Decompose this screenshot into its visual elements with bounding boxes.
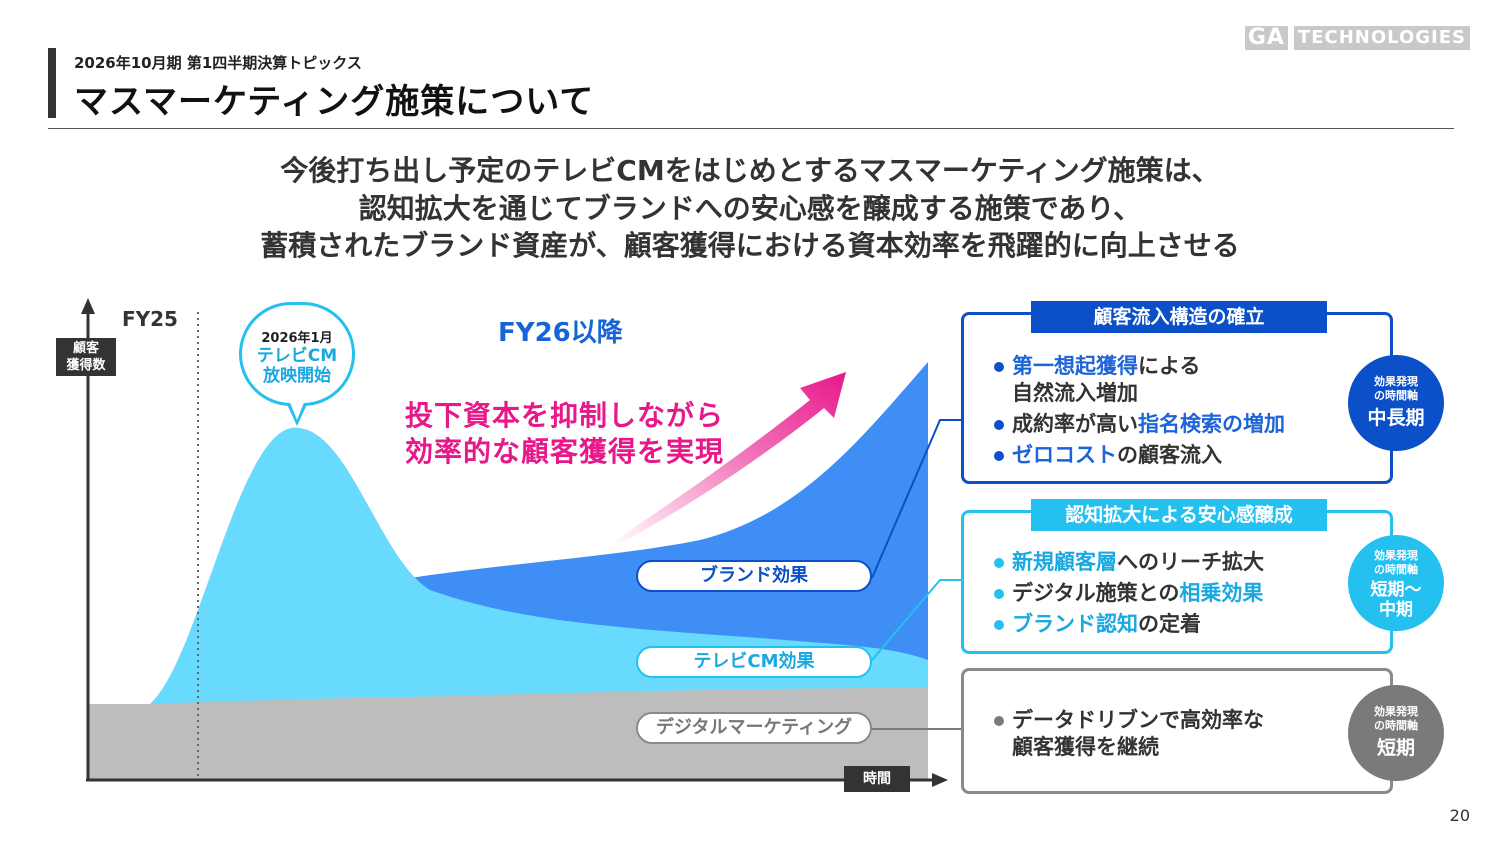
fy25-label: FY25 [122,307,178,331]
panel2-item-2: デジタル施策との相乗効果 [994,578,1264,608]
bubble-line2: 放映開始 [263,366,331,386]
x-axis-arrowhead [932,773,948,787]
header-divider [48,128,1454,129]
panel1-item-1: 第一想起獲得による [994,351,1201,381]
timeframe-circle-mid: 効果発現の時間軸 短期〜中期 [1348,535,1444,631]
panel-data-driven: データドリブンで高効率な 顧客獲得を継続 効果発現の時間軸 短期 [961,668,1444,794]
company-logo: GA TECHNOLOGIES [1244,26,1470,50]
bullet-dot [994,420,1004,430]
tvcm-start-bubble: 2026年1月 テレビCM 放映開始 [239,302,355,406]
y-axis-label-line1: 顧客 [72,341,99,356]
timeframe-circle-long: 効果発現の時間軸 中長期 [1348,355,1444,451]
panel-customer-inflow-title: 顧客流入構造の確立 [1031,301,1327,333]
panel-customer-inflow: 顧客流入構造の確立 第一想起獲得による 自然流入増加 成約率が高い指名検索の増加… [961,301,1444,484]
circle-term: 短期 [1376,737,1415,759]
bubble-date: 2026年1月 [261,331,333,346]
panel3-item-1-cont: 顧客獲得を継続 [1012,735,1159,759]
page-title: マスマーケティング施策について [74,82,595,122]
panel1-item-1-cont: 自然流入増加 [1012,381,1138,405]
lead-line-2: 認知拡大を通じてブランドへの安心感を醸成する施策であり、 [358,192,1142,225]
circle-caption: 効果発現の時間軸 [1374,549,1418,576]
panel2-item2-highlight: 相乗効果 [1179,581,1264,605]
x-axis-label: 時間 [844,766,910,792]
connector-tvcm [871,579,961,661]
y-axis-label: 顧客 獲得数 [56,338,116,376]
circle-term: 中長期 [1367,407,1425,429]
digital-marketing-area [88,688,928,780]
header-subtitle: 2026年10月期 第1四半期決算トピックス [74,54,362,72]
bullet-dot [994,558,1004,568]
panel2-item2-text: デジタル施策との [1012,581,1180,605]
bullet-dot [994,716,1004,726]
digital-marketing-pill: デジタルマーケティング [636,712,872,744]
tvcm-effect-pill: テレビCM効果 [636,646,872,678]
connector-brand [871,419,961,579]
panel2-item-3: ブランド認知の定着 [994,609,1201,639]
panel2-item1-highlight: 新規顧客層 [1012,550,1117,574]
bubble-line1: テレビCM [256,346,338,366]
circle-caption: 効果発現の時間軸 [1374,375,1418,402]
panel1-item2-highlight: 指名検索の増加 [1138,412,1285,436]
panel2-item-1: 新規顧客層へのリーチ拡大 [994,547,1264,577]
panel-brand-trust: 認知拡大による安心感醸成 新規顧客層へのリーチ拡大 デジタル施策との相乗効果 ブ… [961,499,1444,654]
panel1-item3-highlight: ゼロコスト [1012,443,1117,467]
fy26-label: FY26以降 [498,318,623,348]
panel1-item1-highlight: 第一想起獲得 [1012,354,1138,378]
panel3-item1-text: データドリブンで高効率な [1012,708,1264,732]
panel3-item-1: データドリブンで高効率な [994,705,1264,735]
panel1-item-2: 成約率が高い指名検索の増加 [994,409,1285,439]
bullet-dot [994,362,1004,372]
bubble-tail-inner [289,400,305,420]
circle-caption: 効果発現の時間軸 [1374,705,1418,732]
panel1-item2-text: 成約率が高い [1012,412,1138,436]
lead-line-3: 蓄積されたブランド資産が、顧客獲得における資本効率を飛躍的に向上させる [260,229,1240,262]
panel2-item3-text: の定着 [1138,612,1201,636]
brand-effect-pill: ブランド効果 [636,560,872,592]
panel1-item1-text: による [1138,354,1201,378]
efficiency-message-line2: 効率的な顧客獲得を実現 [405,435,725,468]
panel-brand-trust-title: 認知拡大による安心感醸成 [1031,499,1327,531]
header-accent-bar [48,48,56,118]
timeframe-circle-short: 効果発現の時間軸 短期 [1348,685,1444,781]
growth-arrow [612,372,846,546]
bullet-dot [994,620,1004,630]
logo-ga: GA [1244,26,1288,50]
bullet-dot [994,589,1004,599]
panel2-item3-highlight: ブランド認知 [1012,612,1138,636]
y-axis-arrowhead [81,298,95,314]
logo-technologies: TECHNOLOGIES [1293,26,1470,50]
y-axis-label-line2: 獲得数 [66,358,106,373]
circle-term: 短期〜中期 [1370,580,1422,620]
bullet-dot [994,451,1004,461]
page-number: 20 [1449,806,1470,825]
efficiency-message: 投下資本を抑制しながら 効率的な顧客獲得を実現 [405,398,724,470]
panel1-item3-text: の顧客流入 [1117,443,1222,467]
panel2-item1-text: へのリーチ拡大 [1117,550,1264,574]
lead-line-1: 今後打ち出し予定のテレビCMをはじめとするマスマーケティング施策は、 [280,154,1220,187]
panel1-item-3: ゼロコストの顧客流入 [994,440,1222,470]
efficiency-message-line1: 投下資本を抑制しながら [405,399,725,432]
